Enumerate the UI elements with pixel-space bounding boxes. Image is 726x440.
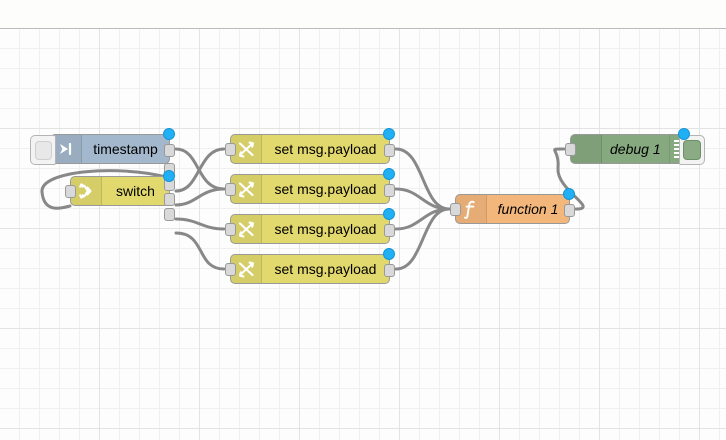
- change-node-1-output-port-1[interactable]: [384, 143, 395, 157]
- change-node-2-status-dot: [383, 168, 395, 180]
- shuffle-change-icon: [231, 175, 262, 203]
- change-node-4-label: set msg.payload: [274, 261, 377, 277]
- inject-trigger-button[interactable]: [30, 135, 56, 165]
- switch-node-status-dot: [163, 170, 175, 182]
- change-node-2-label: set msg.payload: [274, 181, 377, 197]
- debug-lines-icon: [571, 135, 602, 163]
- timestamp-node-status-dot: [163, 128, 175, 140]
- shuffle-change-icon: [231, 135, 262, 163]
- change-node-4-output-port-1[interactable]: [384, 263, 395, 277]
- debug-node-input-port[interactable]: [565, 143, 576, 156]
- switch-node-input-port[interactable]: [65, 185, 76, 198]
- change-node-3-input-port[interactable]: [225, 223, 236, 236]
- change-node-1-label: set msg.payload: [274, 141, 377, 157]
- change-node-2-output-port-1[interactable]: [384, 183, 395, 197]
- shuffle-change-icon: [231, 255, 262, 283]
- switch-node[interactable]: switch: [65, 163, 175, 221]
- change-node-3-status-dot: [383, 208, 395, 220]
- change-node-3-label: set msg.payload: [274, 221, 377, 237]
- change-node-4[interactable]: set msg.payload: [225, 248, 395, 284]
- switch-node-output-port-4[interactable]: [164, 208, 175, 221]
- change-node-1-status-dot: [383, 128, 395, 140]
- timestamp-node-output-port-1[interactable]: [164, 143, 175, 157]
- f-function-icon: [456, 195, 487, 223]
- function-node-output-port-1[interactable]: [564, 203, 575, 217]
- editor-top-strip: [0, 0, 726, 29]
- debug-enable-toggle-button[interactable]: [679, 135, 705, 165]
- change-node-2[interactable]: set msg.payload: [225, 168, 395, 204]
- debug-node[interactable]: debug 1: [565, 128, 705, 165]
- debug-node-status-dot: [678, 128, 690, 140]
- switch-node-output-port-3[interactable]: [164, 193, 175, 206]
- change-node-4-status-dot: [383, 248, 395, 260]
- function-node-label: function 1: [497, 201, 559, 217]
- debug-node-label: debug 1: [610, 141, 661, 157]
- shuffle-change-icon: [231, 215, 262, 243]
- switch-node-label: switch: [116, 183, 155, 199]
- change-node-1-input-port[interactable]: [225, 143, 236, 156]
- function-node-status-dot: [563, 188, 575, 200]
- function-node-input-port[interactable]: [450, 203, 461, 216]
- change-node-1[interactable]: set msg.payload: [225, 128, 395, 164]
- change-node-3-output-port-1[interactable]: [384, 223, 395, 237]
- function-node[interactable]: function 1: [450, 188, 575, 224]
- arrow-right-inject-icon: [51, 135, 82, 163]
- timestamp-node[interactable]: timestamp: [30, 128, 175, 165]
- timestamp-node-label: timestamp: [93, 141, 158, 157]
- change-node-4-input-port[interactable]: [225, 263, 236, 276]
- change-node-3[interactable]: set msg.payload: [225, 208, 395, 244]
- change-node-2-input-port[interactable]: [225, 183, 236, 196]
- switch-branch-icon: [71, 177, 102, 205]
